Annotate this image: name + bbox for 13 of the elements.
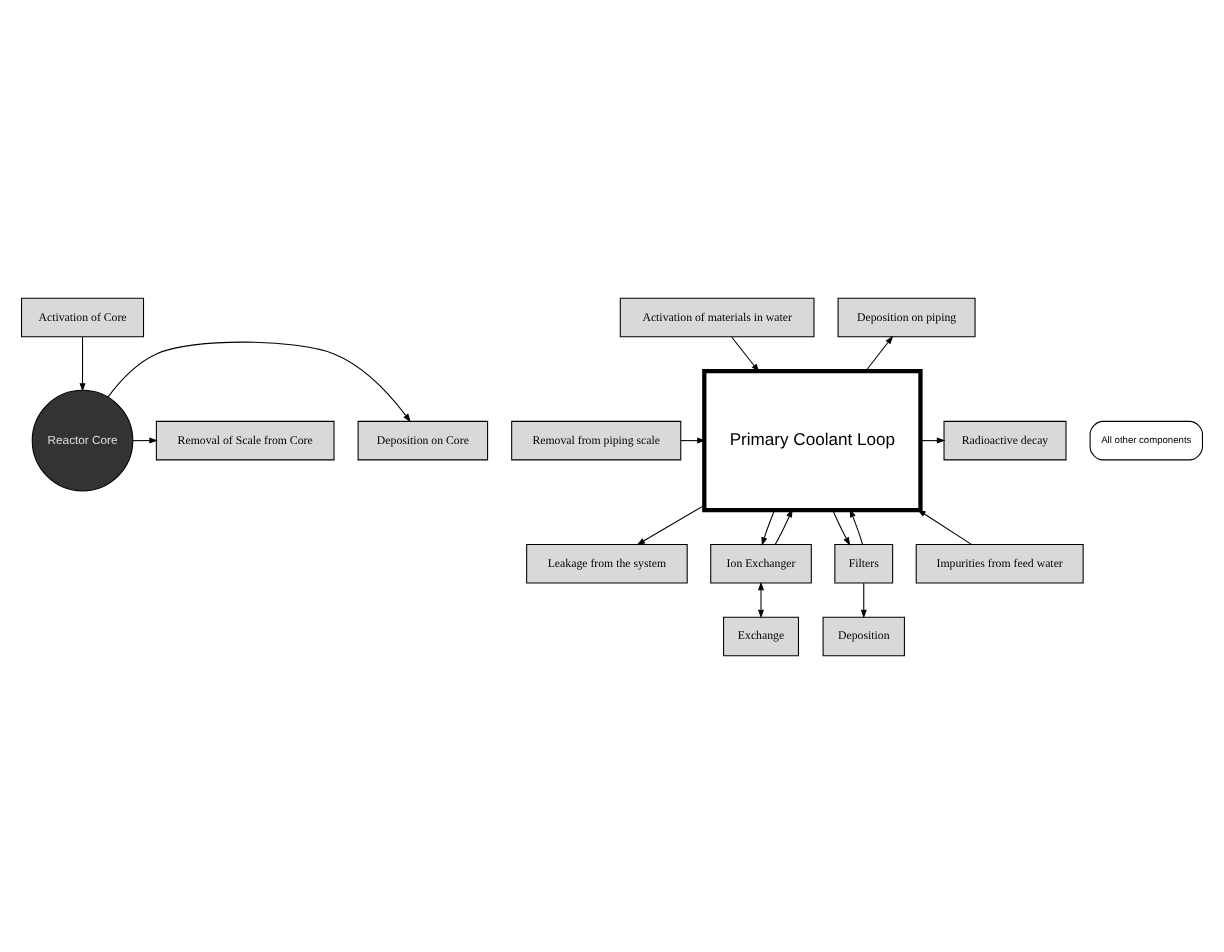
arrow: [917, 508, 972, 544]
node-box: Primary Coolant Loop: [702, 367, 923, 512]
arrow: [636, 503, 705, 545]
arrow: [865, 334, 894, 371]
arrow: [758, 580, 765, 618]
arrow: [849, 507, 864, 544]
arrow: [79, 335, 86, 391]
arrow: [832, 508, 851, 545]
arrow: [761, 508, 776, 545]
arrow: [774, 507, 793, 544]
arrow: [860, 581, 867, 618]
arrow: [107, 340, 411, 422]
arrow: [731, 335, 760, 372]
